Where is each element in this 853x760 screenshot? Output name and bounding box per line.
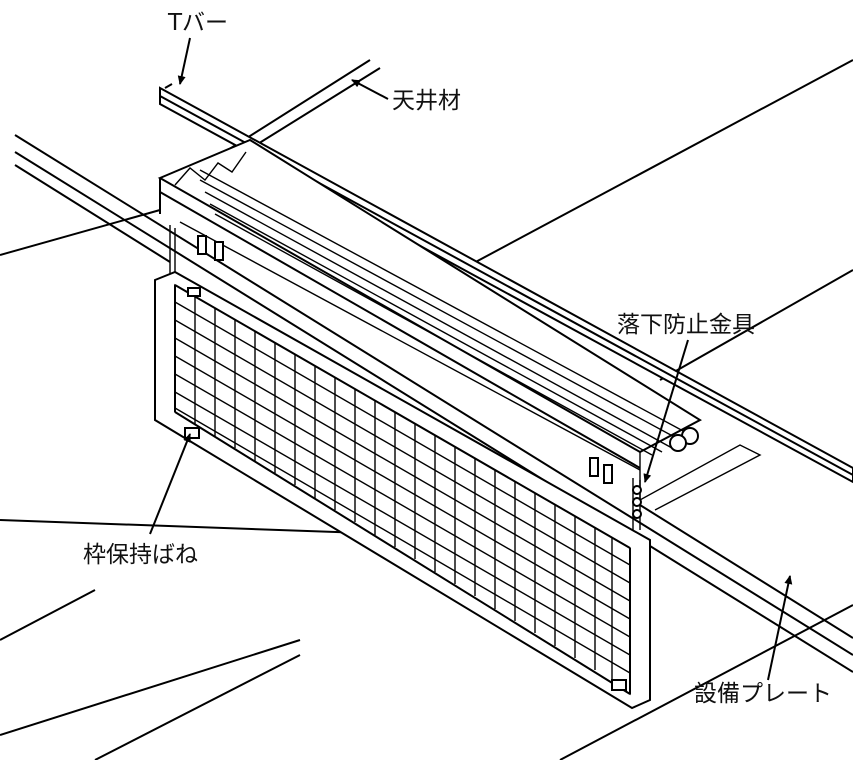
leader-arrows: [149, 37, 793, 681]
equipment-plate-arrow: [767, 575, 793, 681]
frame-holding-spring-label: 枠保持ばね: [83, 542, 198, 568]
frame-spring-clip-left: [184, 427, 200, 439]
ceiling-material-label: 天井材: [392, 88, 461, 114]
fall-prevention-arrow: [643, 339, 689, 483]
grille-mesh: [174, 297, 631, 683]
t-bar-label: Tバー: [167, 10, 228, 36]
fall-prevention-bracket-label: 落下防止金具: [617, 312, 755, 338]
ceiling-material-arrow: [351, 79, 389, 100]
equipment-plate-label: 設備プレート: [694, 681, 832, 707]
frame-spring-arrow: [149, 433, 191, 535]
grille-frame-channel: [157, 138, 762, 511]
grille-panel: [154, 270, 651, 710]
t-bar-arrow: [177, 37, 191, 85]
equipment-plate-beam: [14, 134, 853, 673]
frame-spring-clip-right: [611, 679, 627, 691]
